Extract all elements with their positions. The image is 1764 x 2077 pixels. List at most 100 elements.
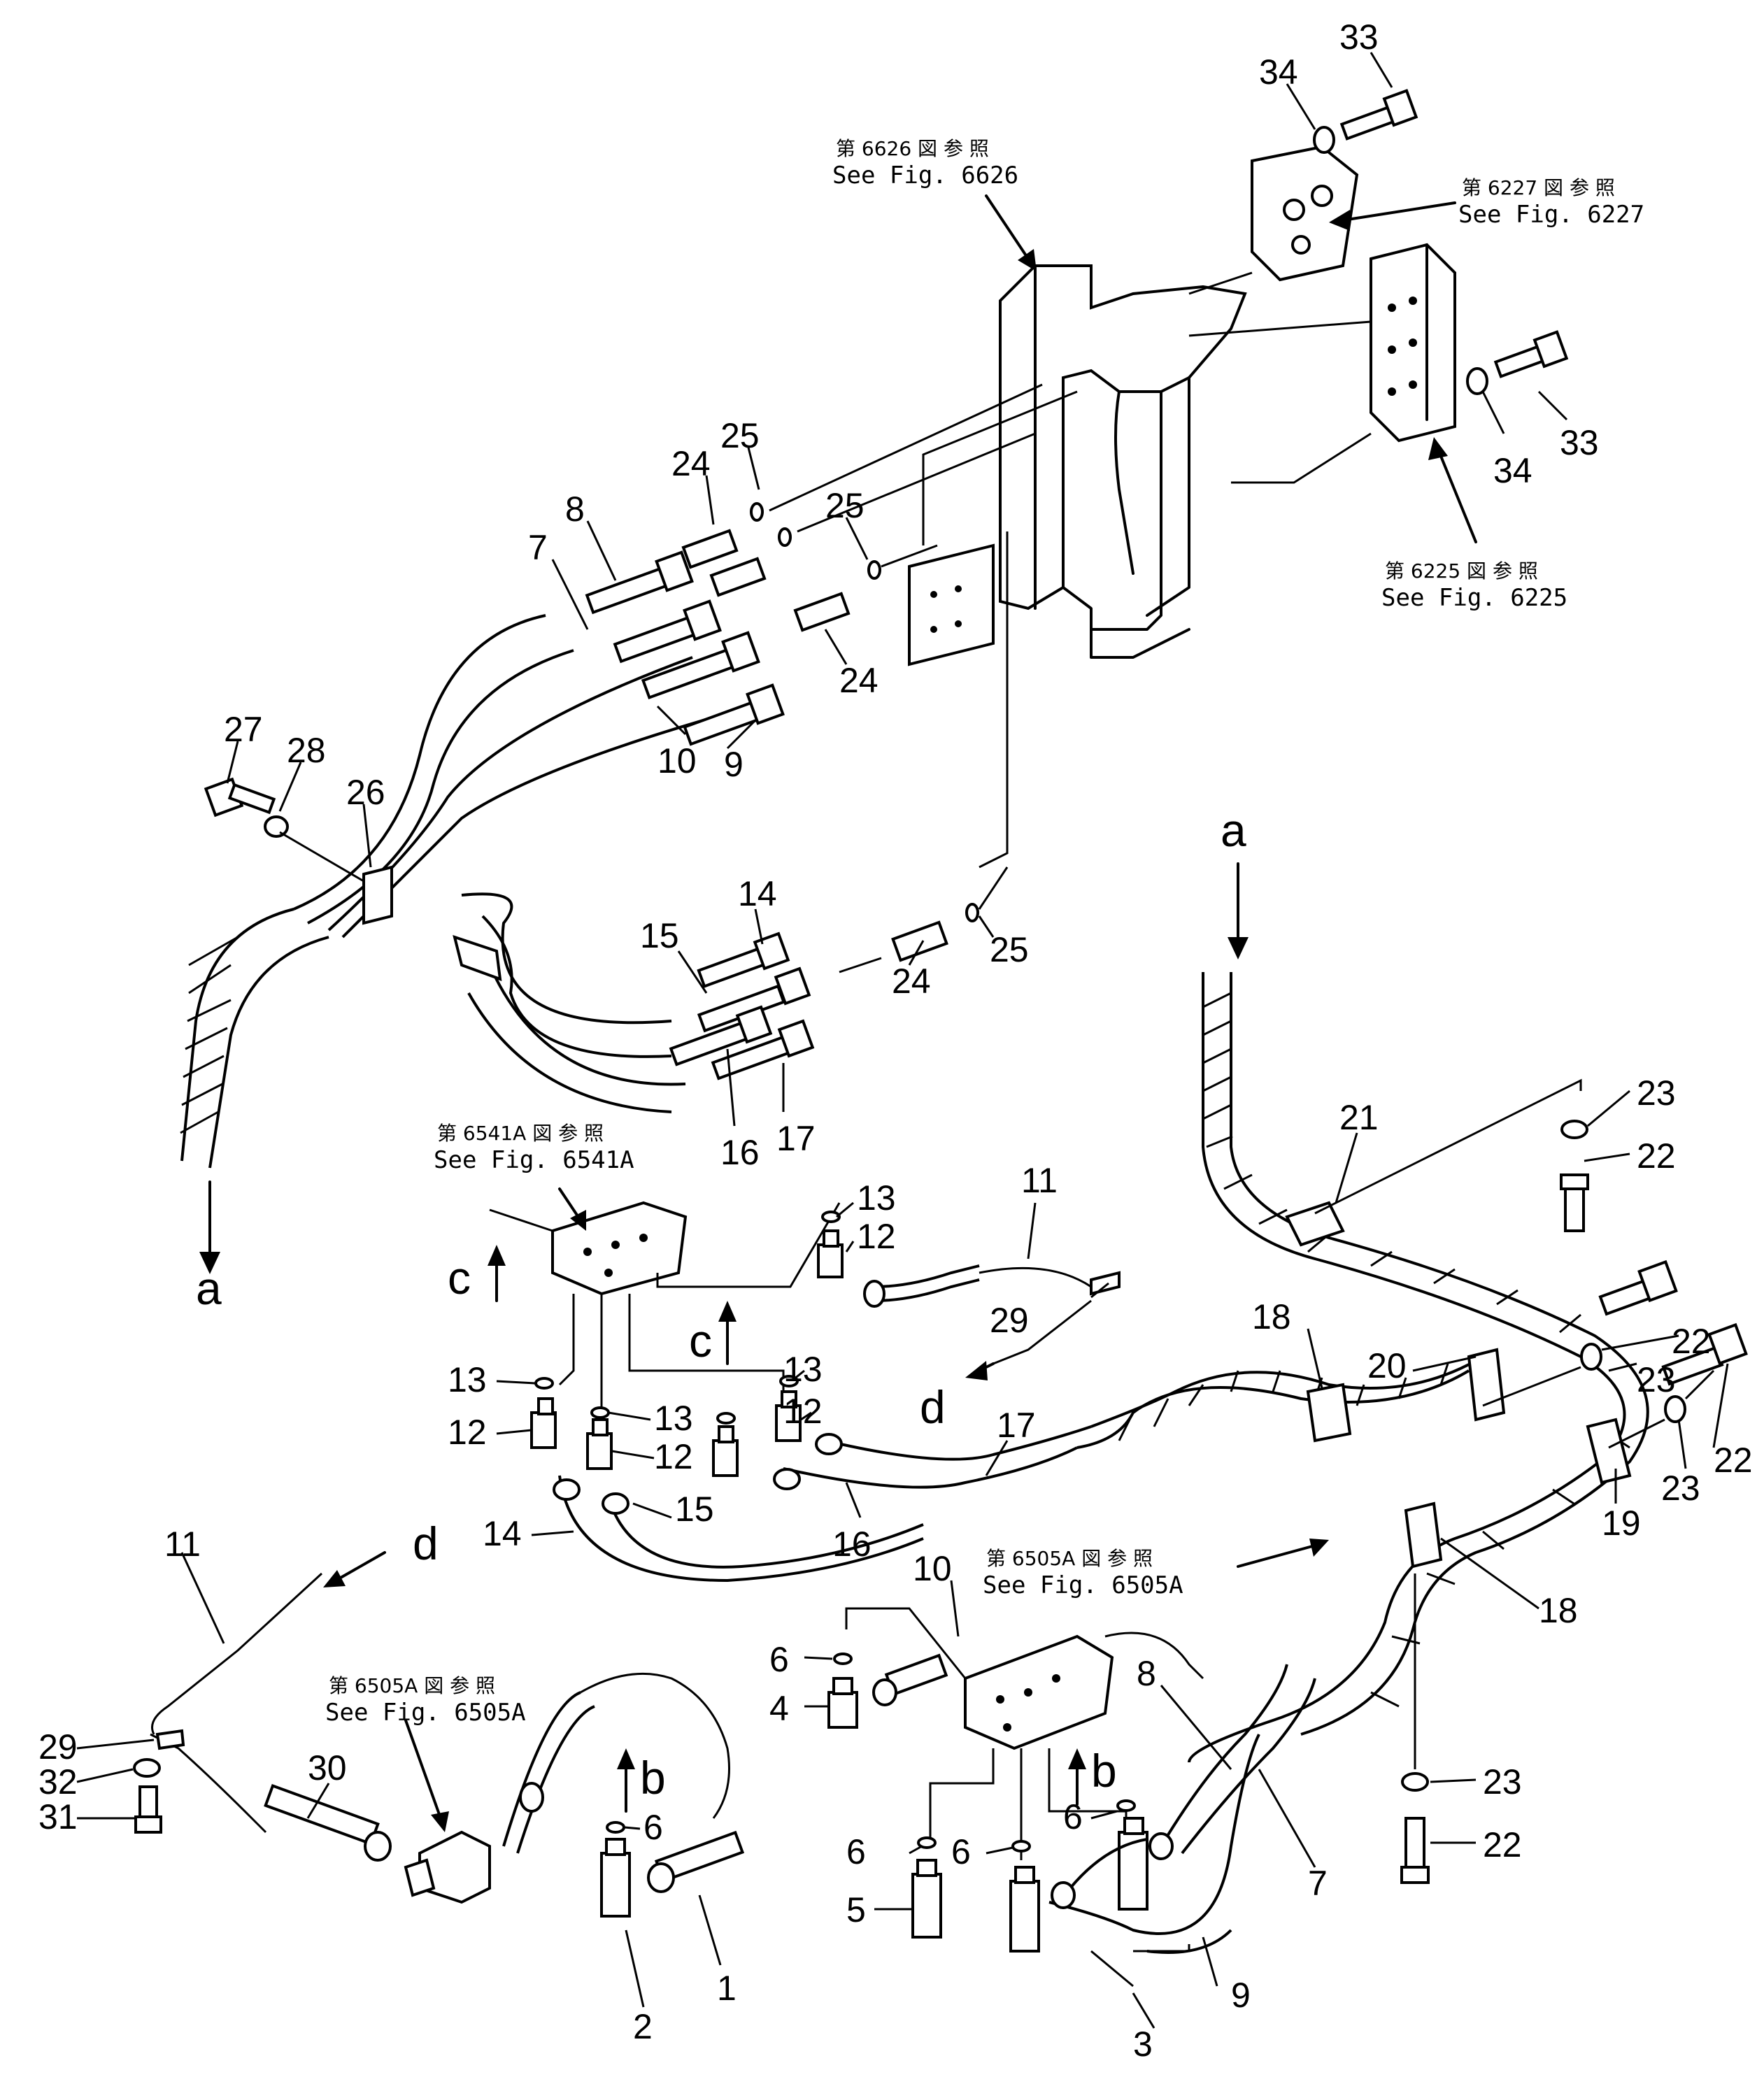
bolt-31 — [134, 1785, 162, 1834]
part-30: 30 — [308, 1748, 347, 1787]
o-ring-6-c — [1011, 1840, 1031, 1853]
leader-bolts-22-bc — [1482, 1366, 1665, 1449]
clamp-21 — [1285, 1201, 1345, 1247]
assembly-lines-upper — [769, 271, 1372, 869]
washer-34-right — [1466, 367, 1488, 395]
part-8-lower: 8 — [1137, 1654, 1156, 1693]
clamp-18-mid — [1306, 1383, 1352, 1443]
ref-6541A-en: See Fig. 6541A — [434, 1146, 634, 1174]
part-6-a: 6 — [769, 1640, 789, 1679]
leader-lines — [76, 52, 1729, 2029]
part-20: 20 — [1367, 1346, 1407, 1385]
clamp-26 — [362, 865, 393, 925]
bolt-27 — [204, 777, 276, 818]
part-6-b: 6 — [846, 1832, 866, 1871]
part-2: 2 — [633, 2007, 653, 2046]
fitting-12-top — [817, 1229, 844, 1278]
part-22-b: 22 — [1672, 1322, 1711, 1361]
part-14-lower: 14 — [483, 1514, 522, 1553]
part-1: 1 — [717, 1969, 737, 2008]
washer-23-a — [1560, 1120, 1588, 1139]
part-12-top: 12 — [857, 1217, 896, 1256]
fitting-2 — [600, 1838, 631, 1918]
washer-34-top — [1313, 126, 1335, 154]
adapter-24-upper-b — [709, 557, 767, 597]
part-6-c: 6 — [951, 1832, 971, 1871]
part-5: 5 — [846, 1890, 866, 1929]
part-24-c: 24 — [892, 962, 931, 1001]
leader-bolt-22-a — [1314, 1078, 1582, 1215]
fitting-3-b — [1118, 1817, 1148, 1911]
hose-14-end-upper — [697, 932, 790, 988]
letter-b-right: b — [1091, 1745, 1117, 1797]
fitting-12-b — [586, 1418, 613, 1470]
part-34-right: 34 — [1493, 451, 1532, 490]
ref-6225-en: See Fig. 6225 — [1381, 584, 1567, 612]
hose-group-7-9-lower — [1048, 1664, 1316, 1954]
part-25-c: 25 — [990, 930, 1029, 969]
letter-a-top: a — [1221, 804, 1246, 856]
part-15-upper: 15 — [640, 916, 679, 955]
fitting-12-d — [775, 1390, 802, 1442]
part-17-lower: 17 — [997, 1406, 1036, 1445]
part-25-a: 25 — [720, 416, 760, 455]
part-15-lower: 15 — [675, 1490, 714, 1529]
part-11-upper: 11 — [1021, 1161, 1058, 1200]
hose-8-end — [585, 550, 694, 615]
washer-28 — [264, 815, 289, 838]
o-ring-6-d — [1116, 1799, 1136, 1812]
part-28: 28 — [287, 731, 326, 770]
o-ring-13-c — [716, 1412, 736, 1425]
washer-23-b — [1580, 1343, 1602, 1371]
spiral-wrapped-hose-left — [180, 908, 329, 1169]
part-23-d: 23 — [1483, 1762, 1522, 1801]
o-ring-13-top — [821, 1211, 841, 1223]
clamp-29-lower — [155, 1729, 185, 1750]
fitting-5 — [911, 1859, 942, 1939]
part-13-right: 13 — [783, 1350, 823, 1389]
hose-10-end-lower — [872, 1653, 948, 1706]
bracket-3-lines — [1090, 1944, 1190, 1987]
letter-b-left: b — [640, 1752, 666, 1804]
ref-6505A-left-jp: 第 6505A 図 参 照 — [329, 1674, 495, 1697]
part-6-e: 6 — [643, 1808, 663, 1847]
letter-d-mid: d — [920, 1381, 946, 1433]
ref-6505A-mid-jp: 第 6505A 図 参 照 — [986, 1547, 1153, 1570]
spiral-wrapped-hose-right — [1188, 972, 1649, 1763]
letter-d-left: d — [413, 1518, 439, 1569]
hose-30 — [264, 1783, 392, 1862]
valve-6505A-left — [404, 1830, 491, 1904]
hose-11-upper — [863, 1264, 1121, 1365]
part-25-b: 25 — [825, 486, 865, 525]
o-ring-25-a — [750, 502, 764, 522]
clamp-19 — [1586, 1418, 1632, 1485]
o-ring-25-b — [778, 527, 792, 547]
part-9-upper: 9 — [724, 745, 744, 784]
fitting-12-c — [712, 1425, 739, 1477]
part-31: 31 — [38, 1797, 78, 1836]
letter-c-mid: c — [689, 1315, 712, 1366]
part-34-top: 34 — [1259, 52, 1298, 92]
part-24-b: 24 — [839, 661, 879, 700]
washer-23-d — [1401, 1772, 1429, 1792]
part-12-center: 12 — [654, 1437, 693, 1476]
part-18-right: 18 — [1539, 1591, 1578, 1630]
ref-6227-jp: 第 6227 図 参 照 — [1462, 176, 1615, 199]
letter-a-bottom: a — [196, 1262, 222, 1314]
part-11-lower: 11 — [164, 1525, 201, 1564]
adapter-24-lower — [891, 920, 948, 962]
o-ring-13-d — [779, 1375, 799, 1387]
part-33-top: 33 — [1339, 17, 1379, 57]
part-10-lower: 10 — [913, 1549, 952, 1588]
part-13-center: 13 — [654, 1399, 693, 1438]
part-23-b: 23 — [1637, 1360, 1676, 1399]
connection-letter-labels: a a b b c c d d — [196, 804, 1246, 1804]
part-22-c: 22 — [1714, 1441, 1753, 1480]
part-27: 27 — [224, 710, 263, 749]
part-26: 26 — [346, 773, 385, 812]
part-32: 32 — [38, 1762, 78, 1801]
o-ring-25-d — [965, 903, 979, 922]
figure-reference-labels: 第 6626 図 参 照 See Fig. 6626 第 6227 図 参 照 … — [325, 137, 1644, 1727]
part-22-a: 22 — [1637, 1136, 1676, 1176]
